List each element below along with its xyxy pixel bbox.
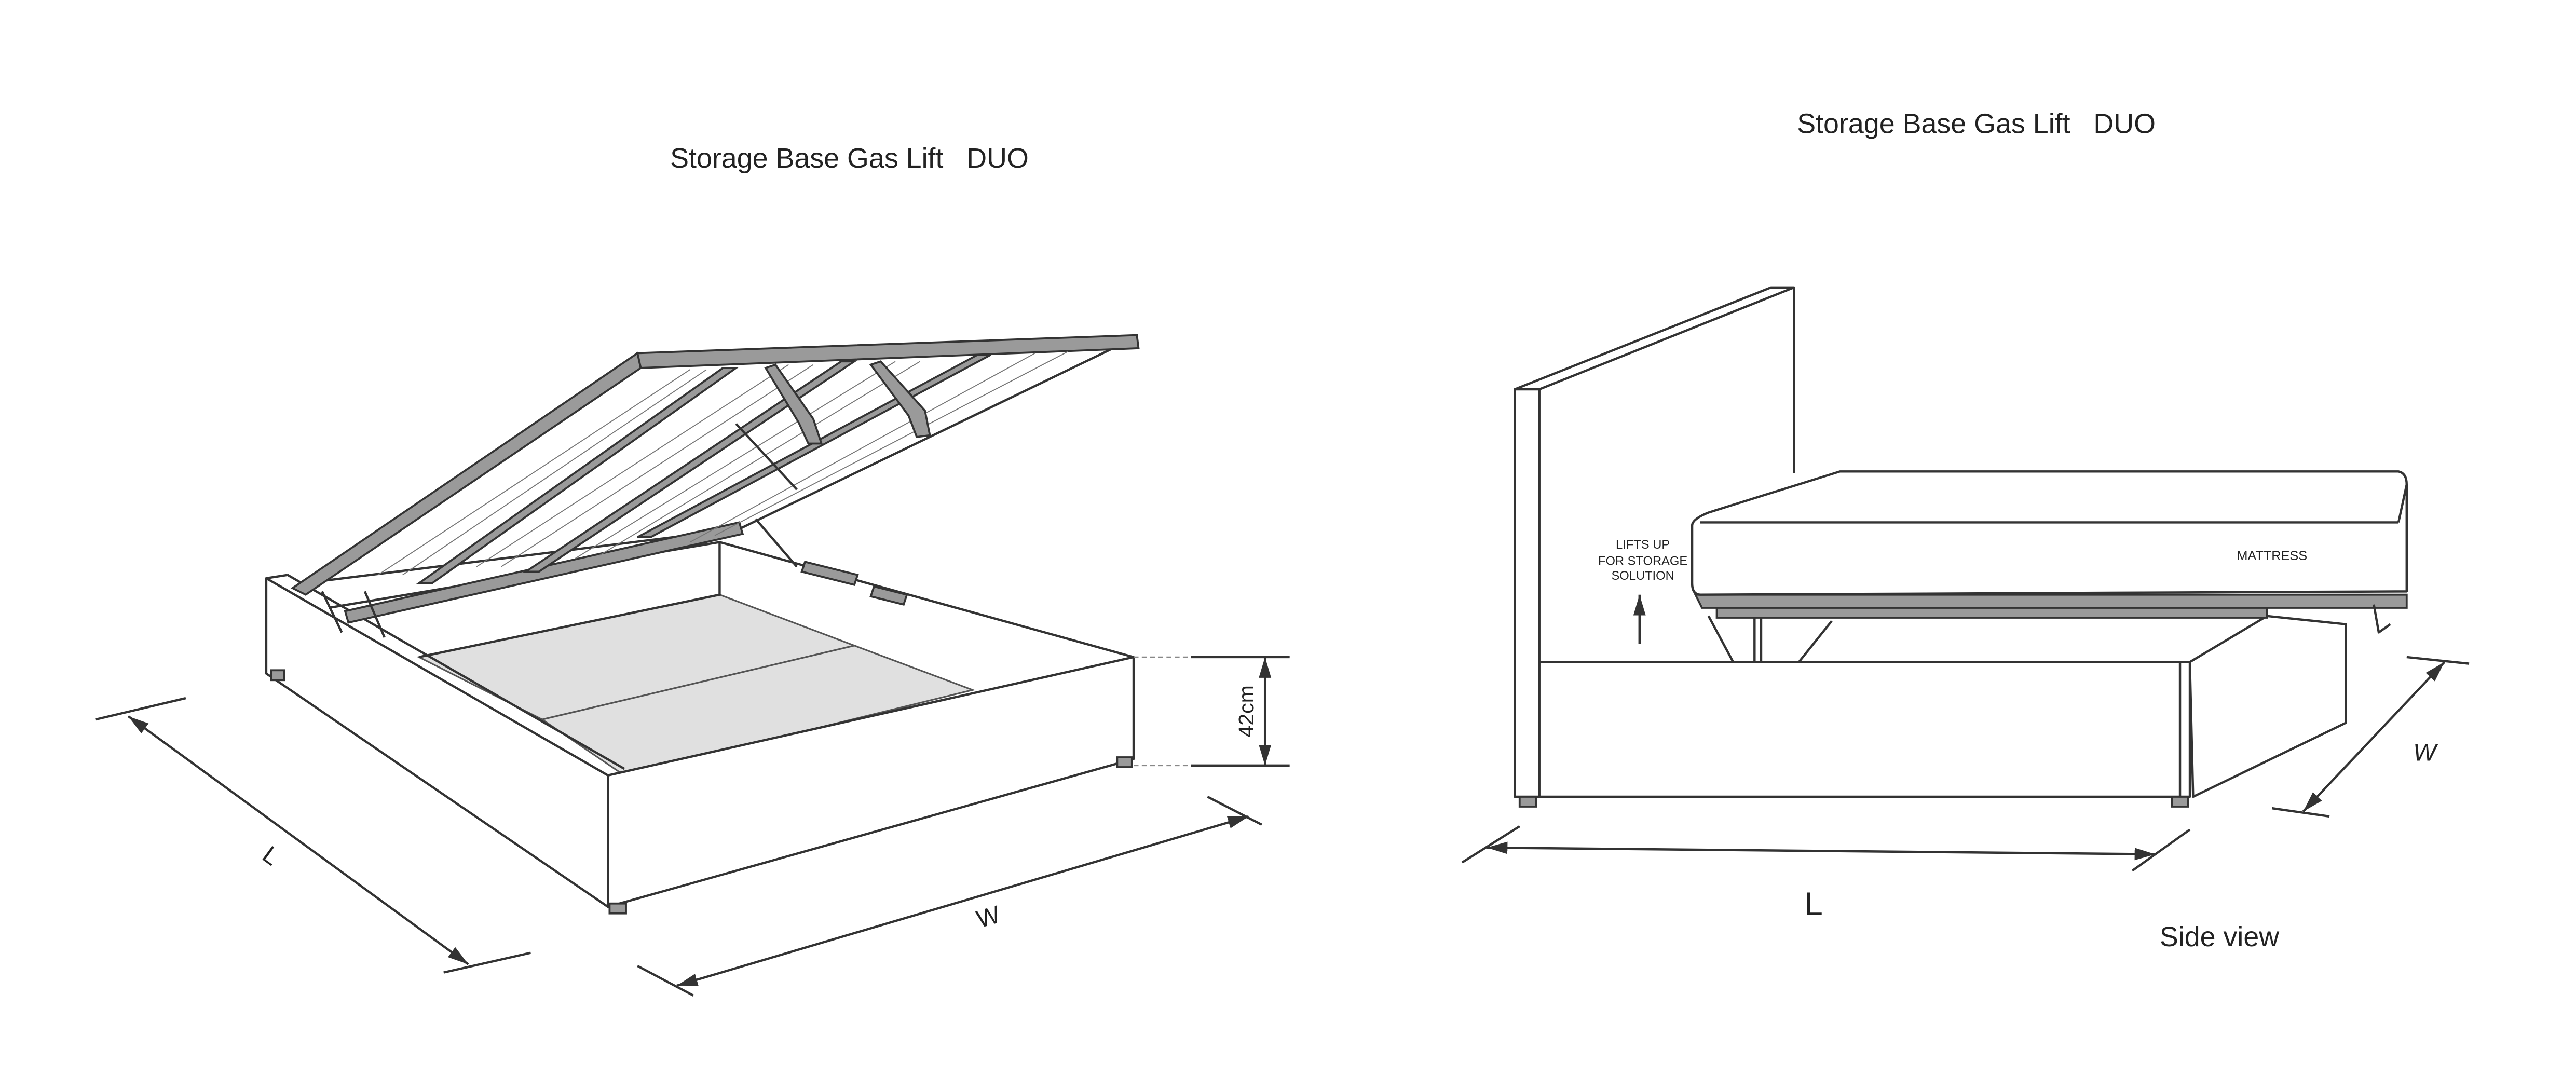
height-label: 42cm [1234, 685, 1258, 738]
floor-panel-2 [540, 645, 976, 777]
mattress: MATTRESS [1691, 470, 2408, 596]
left-title: Storage Base Gas Lift DUO [670, 143, 1029, 174]
svg-text:SOLUTION: SOLUTION [1611, 569, 1674, 583]
lifted-lid [290, 334, 1140, 638]
svg-text:LIFTS UP: LIFTS UP [1616, 538, 1670, 552]
width-dimension-line [676, 815, 1249, 987]
foot [608, 902, 627, 915]
left-view: Storage Base Gas Lift DUO [95, 143, 1290, 997]
base-front [1538, 661, 2191, 798]
width-dimension-line [2302, 661, 2446, 812]
right-title: Storage Base Gas Lift DUO [1797, 108, 2156, 139]
length-label: L [1805, 886, 1823, 922]
foot [1116, 756, 1133, 768]
inner-wall-right [719, 541, 1134, 659]
lift-note: LIFTS UP FOR STORAGE SOLUTION [1598, 538, 1687, 644]
width-label: W [974, 901, 1004, 933]
width-label: W [2413, 739, 2438, 766]
base-side [2188, 615, 2347, 798]
headboard-top [1514, 286, 1795, 391]
foot [1518, 796, 1537, 808]
length-label: L [257, 841, 285, 871]
side-view-caption: Side view [2160, 921, 2279, 952]
svg-text:FOR STORAGE: FOR STORAGE [1598, 555, 1687, 568]
length-dimension-line [1487, 841, 2156, 861]
foot [2171, 796, 2189, 808]
length-dimension-line [127, 715, 469, 965]
lift-platform [1694, 593, 2408, 609]
right-view: Storage Base Gas Lift DUO MATTRESS LIFTS… [1461, 108, 2470, 952]
headboard-front [1514, 388, 1541, 798]
foot [270, 669, 285, 682]
mattress-label: MATTRESS [2237, 549, 2307, 563]
